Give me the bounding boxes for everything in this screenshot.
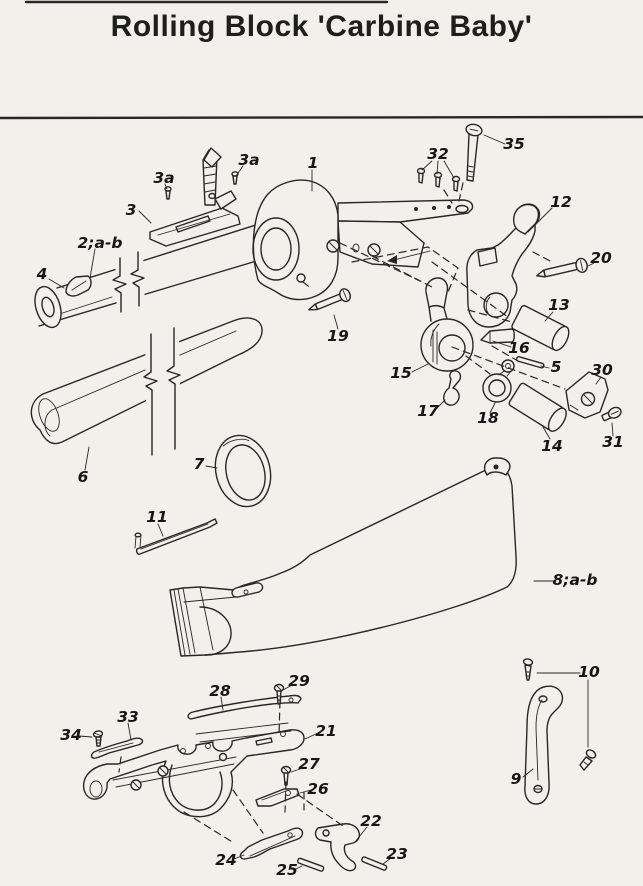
part-spring-33: [90, 737, 144, 759]
part-extractor-17: [443, 370, 462, 406]
part-pin-13: [511, 304, 570, 352]
part-label-34: 34: [60, 726, 82, 744]
part-label-3: 3: [126, 201, 137, 219]
page-title: Rolling Block 'Carbine Baby': [110, 10, 533, 43]
part-firing-pin-16: [480, 328, 515, 344]
title-rule: [0, 115, 643, 120]
part-label-11: 11: [146, 508, 168, 526]
part-label-26: 26: [307, 780, 329, 798]
part-label-20: 20: [590, 249, 612, 267]
part-label-17: 17: [417, 402, 439, 420]
part-label-18: 18: [477, 409, 499, 427]
part-buttstock: [169, 457, 517, 657]
part-label-31: 31: [602, 433, 624, 451]
part-label-5: 5: [551, 358, 562, 376]
part-screw-20: [536, 257, 588, 278]
part-label-28: 28: [209, 682, 231, 700]
part-spring-28: [187, 694, 302, 720]
part-trigger-guard-21: [82, 722, 305, 818]
part-sear-24: [239, 827, 304, 860]
part-label-22: 22: [360, 812, 382, 830]
part-plate-26: [255, 788, 300, 807]
assembly-dashed-lines: [118, 182, 566, 844]
part-breechblock-15: [420, 277, 474, 372]
part-label-14: 14: [541, 437, 563, 455]
part-label-7: 7: [194, 455, 205, 473]
part-rear-sight: [149, 147, 241, 247]
part-screw-34: [92, 730, 104, 747]
part-bracket-30: [565, 371, 609, 419]
part-buttplate-screws-10: [522, 658, 597, 771]
part-pin-5: [515, 356, 545, 369]
part-receiver: [252, 179, 474, 301]
part-labels: 1 2;a-b3 3a 3a 4 5 6 7 8;a-b 9 10 11 12 13 14 15 16 17 18 1…: [36, 135, 624, 879]
part-ring-18: [482, 359, 515, 403]
part-label-23: 23: [386, 845, 408, 863]
part-label-27: 27: [298, 755, 320, 773]
part-label-25: 25: [276, 861, 298, 879]
part-label-10: 10: [578, 663, 600, 681]
part-label-6: 6: [78, 468, 89, 486]
part-label-13: 13: [548, 296, 570, 314]
part-label-35: 35: [503, 135, 525, 153]
part-label-21: 21: [315, 722, 337, 740]
part-label-3a-left: 3a: [153, 169, 174, 187]
assembly-arrow: [387, 250, 431, 264]
part-label-32: 32: [427, 145, 449, 163]
part-label-3a-right: 3a: [238, 151, 259, 169]
part-label-24: 24: [215, 851, 237, 869]
part-tang-screw-35: [465, 123, 483, 182]
part-label-30: 30: [591, 361, 613, 379]
part-screw-27: [280, 765, 292, 786]
part-sight-screw-3a-right: [231, 171, 239, 185]
leader-lines: [48, 134, 614, 870]
part-forearm: [30, 317, 263, 459]
part-label-9: 9: [511, 770, 522, 788]
part-pin-23: [361, 856, 388, 871]
part-barrel: [34, 217, 301, 329]
part-pin-25: [296, 857, 325, 872]
part-label-2ab: 2;a-b: [78, 234, 123, 252]
part-label-8ab: 8;a-b: [553, 571, 598, 589]
part-label-4: 4: [36, 265, 48, 283]
part-label-33: 33: [117, 708, 139, 726]
part-label-16: 16: [508, 339, 530, 357]
part-label-19: 19: [327, 327, 349, 345]
part-barrel-band-7: [214, 434, 272, 508]
part-screw-31: [601, 406, 622, 422]
part-tang-screws-32: [416, 167, 461, 192]
part-screw-19: [308, 288, 351, 311]
part-trigger-22: [314, 823, 361, 872]
part-rod-11: [134, 518, 218, 555]
part-buttplate-9: [524, 685, 564, 805]
part-label-1: 1: [308, 154, 319, 172]
part-front-sight: [65, 275, 92, 297]
part-pin-14: [508, 382, 567, 432]
part-sight-screw-3a-left: [164, 186, 172, 200]
part-label-29: 29: [288, 672, 310, 690]
part-label-12: 12: [550, 193, 572, 211]
part-label-15: 15: [390, 364, 412, 382]
part-hammer: [466, 203, 541, 328]
